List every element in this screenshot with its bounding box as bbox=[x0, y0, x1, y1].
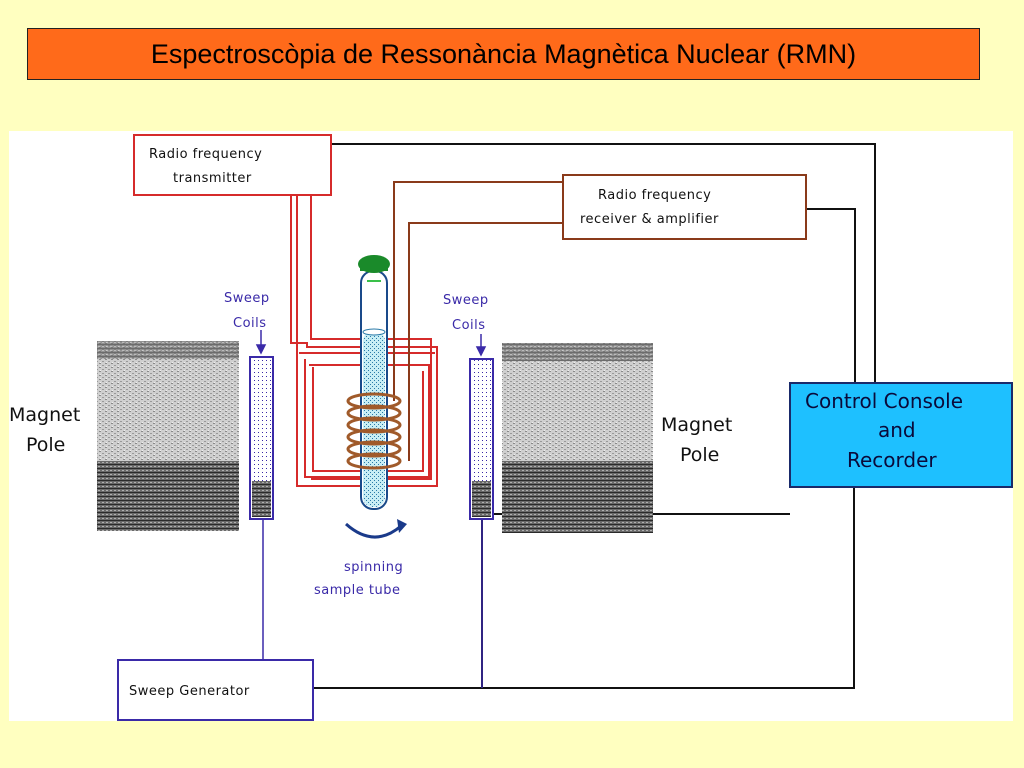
sweep-coil-right-arrow-icon bbox=[475, 334, 487, 357]
spin-arrow-icon bbox=[345, 519, 407, 539]
rf-receiver-label-1: Radio frequency bbox=[598, 188, 711, 203]
rf-transmitter-box: Radio frequency transmitter bbox=[133, 134, 332, 196]
nmr-diagram-panel: Magnet Pole Magnet Pole Sweep Coils bbox=[9, 131, 1013, 721]
magnet-pole-left-label-2: Pole bbox=[26, 434, 65, 456]
slide-title-text: Espectroscòpia de Ressonància Magnètica … bbox=[150, 38, 857, 69]
control-console-label-1: Control Console bbox=[805, 389, 963, 413]
sweep-coils-left-label-1: Sweep bbox=[224, 291, 270, 306]
sweep-generator-box: Sweep Generator bbox=[117, 659, 314, 721]
rf-transmitter-label-2: transmitter bbox=[173, 171, 252, 186]
sweep-coils-left-label-2: Coils bbox=[233, 316, 267, 331]
control-console-box: Control Console and Recorder bbox=[789, 382, 1013, 488]
rf-receiver-label-2: receiver & amplifier bbox=[580, 212, 719, 227]
magnet-pole-left bbox=[97, 341, 239, 531]
sample-tube bbox=[360, 270, 388, 510]
control-console-label-2: and bbox=[878, 418, 916, 442]
tube-cap-icon bbox=[358, 255, 390, 273]
rf-receiver-box: Radio frequency receiver & amplifier bbox=[562, 174, 807, 240]
spinning-tube-label-2: sample tube bbox=[314, 583, 400, 598]
magnet-pole-right bbox=[502, 343, 653, 533]
sweep-coil-left bbox=[249, 356, 274, 520]
rf-transmitter-label-1: Radio frequency bbox=[149, 147, 262, 162]
sweep-coils-right-label-2: Coils bbox=[452, 318, 486, 333]
sweep-coil-right bbox=[469, 358, 494, 520]
magnet-pole-right-label-1: Magnet bbox=[661, 414, 732, 436]
rf-receiver-wiring bbox=[393, 181, 563, 461]
sweep-coil-left-arrow-icon bbox=[255, 330, 267, 355]
spinning-tube-label-1: spinning bbox=[344, 560, 403, 575]
rf-coil bbox=[346, 392, 402, 470]
sweep-generator-label: Sweep Generator bbox=[129, 684, 250, 699]
slide-title: Espectroscòpia de Ressonància Magnètica … bbox=[27, 28, 980, 80]
sweep-coils-right-label-1: Sweep bbox=[443, 293, 489, 308]
magnet-pole-left-label-1: Magnet bbox=[9, 404, 80, 426]
control-console-label-3: Recorder bbox=[847, 448, 937, 472]
magnet-pole-right-label-2: Pole bbox=[680, 444, 719, 466]
nmr-spectrometer-diagram: Magnet Pole Magnet Pole Sweep Coils bbox=[9, 134, 1013, 721]
